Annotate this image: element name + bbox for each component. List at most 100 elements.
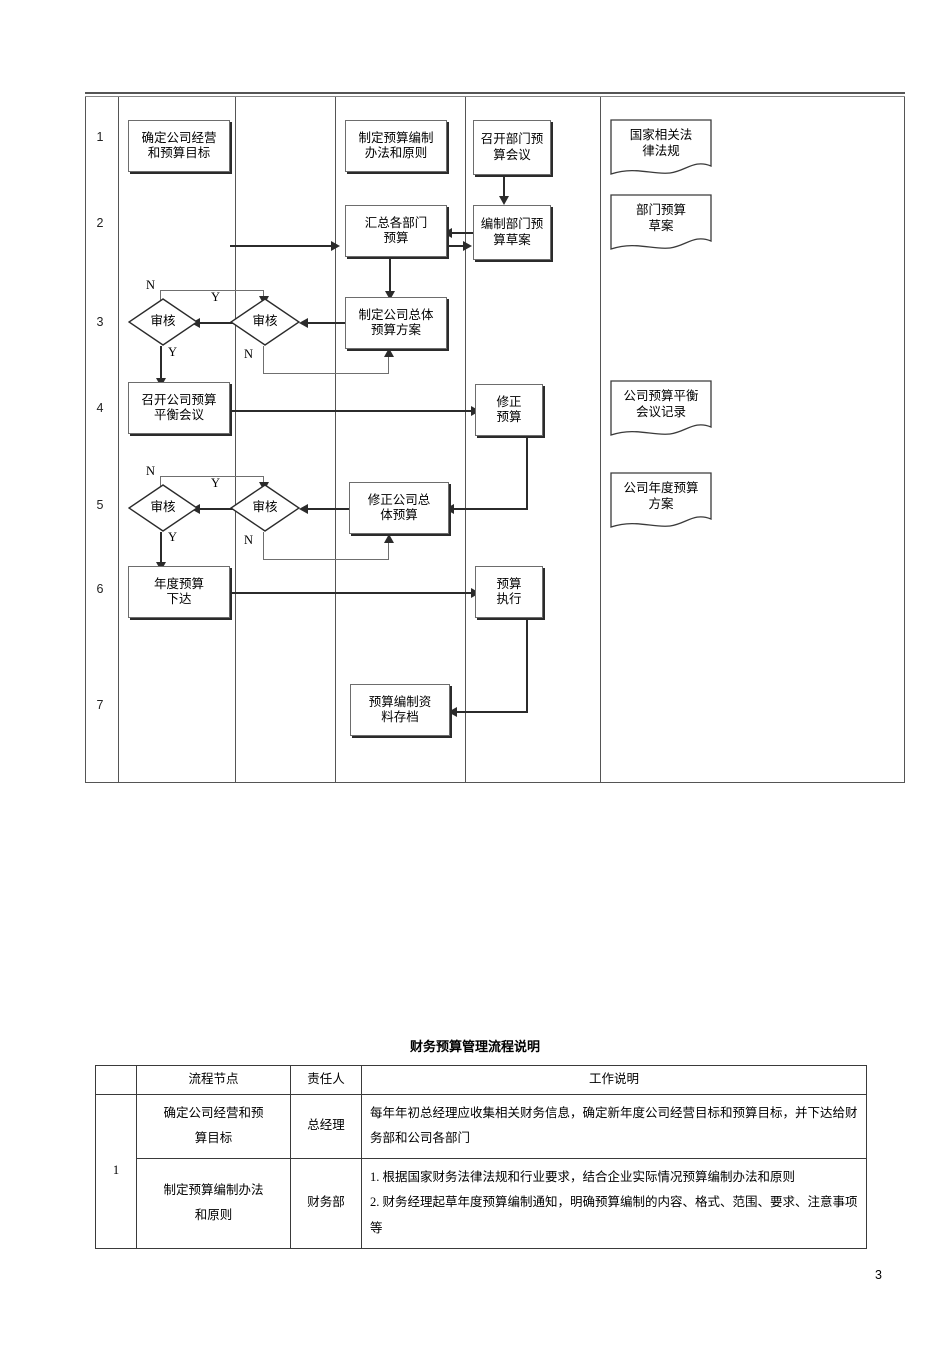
page-number: 3 [875, 1268, 882, 1282]
header-index [95, 1065, 137, 1095]
connector-d2-n-across [263, 373, 389, 375]
node-doc1[interactable]: 国家相关法 律法规 [610, 119, 712, 181]
branch-label-r5-y-bottom: Y [168, 530, 178, 544]
connector-n8-n9 [449, 508, 528, 510]
node-n7-label: 召开公司预算 平衡会议 [141, 392, 217, 422]
arrowhead-n3-n4 [499, 196, 509, 205]
cell-node-1: 确定公司经营和预 算目标 [136, 1093, 291, 1159]
arrowhead-d2-n [384, 348, 394, 357]
node-n5[interactable]: 汇总各部门 预算 [345, 205, 447, 257]
node-n9[interactable]: 修正公司总 体预算 [349, 482, 449, 534]
connector-n1-n2 [230, 245, 333, 247]
node-n7[interactable]: 召开公司预算 平衡会议 [128, 382, 230, 434]
lane-divider-0 [85, 97, 86, 782]
budget-process-flowchart: 1 2 3 4 5 6 7 [85, 92, 905, 783]
connector-n5-n6 [389, 257, 391, 297]
connector-d2-d1 [195, 322, 257, 324]
node-n10[interactable]: 年度预算 下达 [128, 566, 230, 618]
arrowhead-n8-n9 [445, 504, 454, 514]
node-n12[interactable]: 预算编制资 料存档 [350, 684, 450, 736]
arrowhead-n9-d4 [299, 504, 308, 514]
chart-bottom-border [85, 782, 905, 783]
branch-label-r5-n-left: N [146, 464, 156, 478]
node-n6[interactable]: 制定公司总体 预算方案 [345, 297, 447, 349]
table-row: 1 确定公司经营和预 算目标 总经理 每年年初总经理应收集相关财务信息，确定新年… [95, 1093, 867, 1249]
chart-top-border [85, 92, 905, 94]
node-n11[interactable]: 预算 执行 [475, 566, 543, 618]
node-n4-label: 编制部门预 算草案 [480, 217, 544, 247]
node-doc4-label: 公司年度预算 方案 [623, 481, 699, 511]
row-number-2: 2 [96, 216, 104, 230]
node-n11-label: 预算 执行 [496, 576, 522, 606]
row-number-3: 3 [96, 315, 104, 329]
lane-divider-1 [118, 97, 119, 782]
table-header-row: 流程节点 责任人 工作说明 [95, 1065, 867, 1095]
arrowhead-n5-n6 [385, 291, 395, 300]
header-owner: 责任人 [290, 1065, 362, 1095]
arrowhead-n1-n2 [331, 241, 340, 251]
connector-n6-d2 [303, 322, 345, 324]
node-n1[interactable]: 确定公司经营 和预算目标 [128, 120, 230, 172]
node-n4[interactable]: 编制部门预 算草案 [473, 205, 551, 260]
process-description-table: 流程节点 责任人 工作说明 1 确定公司经营和预 算目标 总经理 每年年初总经理… [95, 1065, 867, 1249]
node-doc3-label: 公司预算平衡 会议记录 [623, 389, 699, 419]
row-number-7: 7 [96, 698, 104, 712]
connector-d3-y-down [160, 532, 162, 566]
node-n8[interactable]: 修正 预算 [475, 384, 543, 436]
diamond-shape-icon [128, 298, 198, 346]
node-n2-label: 制定预算编制 办法和原则 [358, 130, 434, 160]
cell-desc-1: 每年年初总经理应收集相关财务信息，确定新年度公司经营目标和预算目标，并下达给财务… [361, 1093, 867, 1159]
arrowhead-n6-d2 [299, 318, 308, 328]
branch-label-r3-n-left: N [146, 278, 156, 292]
branch-label-r3-y-top: Y [211, 290, 221, 304]
node-n9-label: 修正公司总 体预算 [367, 492, 431, 522]
node-doc4[interactable]: 公司年度预算 方案 [610, 472, 712, 534]
connector-d3-n-down [263, 476, 265, 484]
node-n12-label: 预算编制资 料存档 [368, 694, 432, 724]
cell-index-1: 1 [95, 1093, 137, 1249]
node-n8-label: 修正 预算 [496, 394, 522, 424]
node-n3[interactable]: 召开部门预 算会议 [473, 120, 551, 175]
branch-label-r3-y-bottom: Y [168, 345, 178, 359]
connector-n4-n5 [447, 232, 475, 234]
node-doc2[interactable]: 部门预算 草案 [610, 194, 712, 256]
document-shape-icon [610, 119, 712, 175]
node-d3[interactable]: 审核 [128, 484, 198, 532]
table-title: 财务预算管理流程说明 [409, 1039, 540, 1054]
node-n6-label: 制定公司总体 预算方案 [358, 307, 434, 337]
row-number-4: 4 [96, 401, 104, 415]
node-n2[interactable]: 制定预算编制 办法和原则 [345, 120, 447, 172]
node-d4-label: 审核 [252, 500, 278, 514]
node-d2[interactable]: 审核 [230, 298, 300, 346]
connector-n10-n11 [230, 592, 474, 594]
node-n3-label: 召开部门预 算会议 [480, 132, 544, 162]
branch-label-r3-n-bottom: N [244, 347, 254, 361]
arrowhead-n4-n5 [443, 228, 452, 238]
connector-n7-n8 [230, 410, 474, 412]
connector-d4-d3 [195, 508, 257, 510]
arrowhead-d4-n [384, 534, 394, 543]
connector-d1-n-across [160, 290, 264, 292]
node-d1[interactable]: 审核 [128, 298, 198, 346]
connector-n11-n12 [452, 711, 528, 713]
branch-label-r5-y-top: Y [211, 476, 221, 490]
header-desc: 工作说明 [361, 1065, 867, 1095]
cell-desc-2: 1. 根据国家财务法律法规和行业要求，结合企业实际情况预算编制办法和原则 2. … [361, 1157, 867, 1249]
branch-label-r5-n-bottom: N [244, 533, 254, 547]
connector-n3-n4 [503, 175, 505, 200]
cell-owner-2: 财务部 [290, 1157, 362, 1249]
node-doc3[interactable]: 公司预算平衡 会议记录 [610, 380, 712, 442]
arrowhead-n11-n12 [448, 707, 457, 717]
table-row: 制定预算编制办法 和原则 财务部 1. 根据国家财务法律法规和行业要求，结合企业… [96, 1157, 867, 1249]
connector-d3-n-across [160, 476, 264, 478]
diamond-shape-icon [230, 298, 300, 346]
row-number-6: 6 [96, 582, 104, 596]
arrowhead-n2-n3 [463, 241, 472, 251]
node-doc1-label: 国家相关法 律法规 [629, 128, 693, 158]
connector-d2-n-down [263, 346, 265, 374]
lane-divider-4 [465, 97, 466, 782]
connector-n8-down [526, 430, 528, 510]
node-d4[interactable]: 审核 [230, 484, 300, 532]
connector-d4-n-across [263, 559, 389, 561]
